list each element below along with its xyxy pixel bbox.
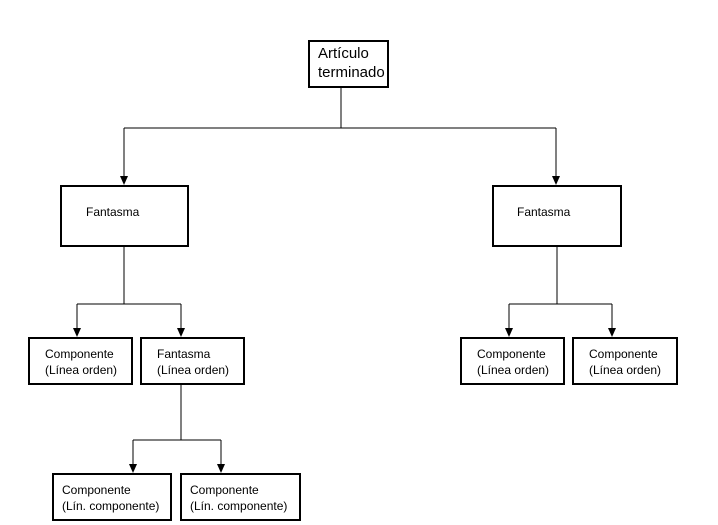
node-phantom-mid: Fantasma (Línea orden): [140, 337, 245, 385]
node-phantom-left-label: Fantasma: [86, 205, 140, 219]
arrowhead-comp-bottom-2: [217, 464, 225, 473]
node-phantom-left: Fantasma: [60, 185, 189, 247]
node-component-right-1-line2: (Línea orden): [477, 363, 550, 377]
node-component-bottom-1-line1: Componente: [62, 483, 131, 497]
node-component-left-1-line2: (Línea orden): [45, 363, 118, 377]
node-component-right-2: Componente (Línea orden): [572, 337, 678, 385]
node-component-bottom-2: Componente (Lín. componente): [180, 473, 301, 521]
node-component-bottom-1-line2: (Lín. componente): [62, 499, 160, 513]
node-phantom-mid-line1: Fantasma: [157, 347, 211, 361]
node-component-bottom-2-line1: Componente: [190, 483, 259, 497]
node-phantom-right-label: Fantasma: [517, 205, 571, 219]
arrowhead-comp-right-1: [505, 328, 513, 337]
node-component-right-2-line2: (Línea orden): [589, 363, 662, 377]
node-phantom-right: Fantasma: [492, 185, 622, 247]
arrowhead-comp-right-2: [608, 328, 616, 337]
node-phantom-mid-line2: (Línea orden): [157, 363, 230, 377]
node-component-left-1-line1: Componente: [45, 347, 114, 361]
node-component-right-1: Componente (Línea orden): [460, 337, 565, 385]
node-finished-article-line1: Artículo: [318, 45, 369, 62]
node-finished-article: Artículo terminado: [308, 40, 389, 88]
arrowhead-comp-left-1: [73, 328, 81, 337]
node-component-right-1-line1: Componente: [477, 347, 546, 361]
node-component-bottom-1: Componente (Lín. componente): [52, 473, 172, 521]
arrowhead-phantom-left: [120, 176, 128, 185]
node-component-left-1: Componente (Línea orden): [28, 337, 133, 385]
node-component-bottom-2-line2: (Lín. componente): [190, 499, 288, 513]
node-finished-article-line2: terminado: [318, 64, 385, 81]
node-component-right-2-line1: Componente: [589, 347, 658, 361]
arrowhead-phantom-mid: [177, 328, 185, 337]
arrowhead-phantom-right: [552, 176, 560, 185]
arrowhead-comp-bottom-1: [129, 464, 137, 473]
